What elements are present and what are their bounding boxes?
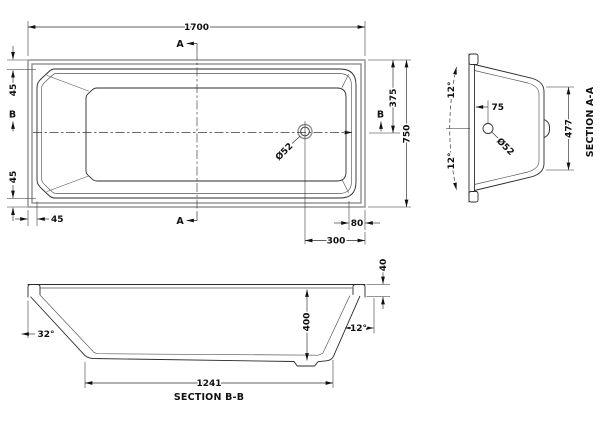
dim-overall-length: 1700 [184, 23, 209, 33]
dim-drain-to-edge: 80 [351, 219, 364, 229]
bb-rim-cap-right [352, 284, 366, 298]
bb-dim-base-length: 1241 [196, 379, 221, 389]
bb-rim-cap-left [27, 284, 41, 298]
wall-seam-top-right [341, 74, 349, 88]
drain-leader-line [291, 135, 301, 144]
dim-rim-width-end: 45 [51, 215, 64, 225]
section-a-marker-top-arrow [186, 41, 198, 51]
dim-rim-width-bottom-left: 45 [9, 171, 19, 184]
tub-outer-rim-inner-line [31, 63, 362, 204]
dim-drain-to-end: 300 [327, 237, 346, 247]
bb-dim-depth: 400 [303, 313, 313, 332]
aa-overflow-bump [543, 119, 551, 138]
section-aa-view: 12° 12° 75 Ø52 477 SECTION A-A [446, 53, 596, 203]
aa-rim-lip-bottom [468, 191, 479, 203]
section-bb-title: SECTION B-B [174, 392, 244, 403]
section-marker-b-right: B [377, 110, 384, 121]
wall-seam-top-left [46, 75, 89, 92]
dim-rim-width-top-left: 45 [9, 84, 19, 97]
bb-outer-profile [30, 295, 361, 367]
section-a-marker-bottom-arrow [186, 213, 198, 223]
bb-dim-rim-drop: 40 [379, 259, 389, 272]
tub-rim-transition-line [41, 73, 352, 194]
tub-outer-rim-edge [27, 59, 366, 208]
bb-angle-foot: 12° [350, 324, 367, 334]
aa-dim-drain-offset: 75 [492, 103, 505, 113]
section-marker-a-bottom: A [176, 216, 184, 227]
aa-drain-hole [482, 123, 494, 134]
drain-diameter-label: Ø52 [273, 141, 295, 163]
aa-drain-leader-line [491, 131, 502, 142]
section-bb-view: 40 400 12° 32° 1241 SECTION B-B [21, 257, 391, 403]
aa-angle-bottom: 12° [447, 152, 457, 169]
bb-inner-profile [39, 294, 351, 356]
aa-body-inner [474, 70, 540, 185]
plan-view: 1700 A A B B 375 750 45 45 [7, 21, 414, 248]
section-marker-a-top: A [176, 39, 184, 50]
tub-floor-outline [85, 87, 347, 182]
wall-seam-bottom-left [46, 175, 89, 192]
wall-seam-bottom-right [341, 179, 349, 193]
section-marker-b-left: B [9, 110, 16, 121]
aa-body-outer [474, 64, 545, 191]
dim-half-width: 375 [389, 89, 399, 108]
aa-rim-lip-top [468, 53, 479, 65]
aa-angle-top: 12° [447, 81, 457, 98]
bb-angle-head: 32° [38, 330, 55, 340]
dim-overall-width: 750 [403, 125, 413, 144]
section-aa-title: SECTION A-A [585, 86, 596, 157]
aa-dim-inner-height: 477 [565, 119, 575, 138]
tub-rim-inner-edge [36, 68, 357, 199]
aa-drain-diameter-label: Ø52 [494, 136, 516, 158]
